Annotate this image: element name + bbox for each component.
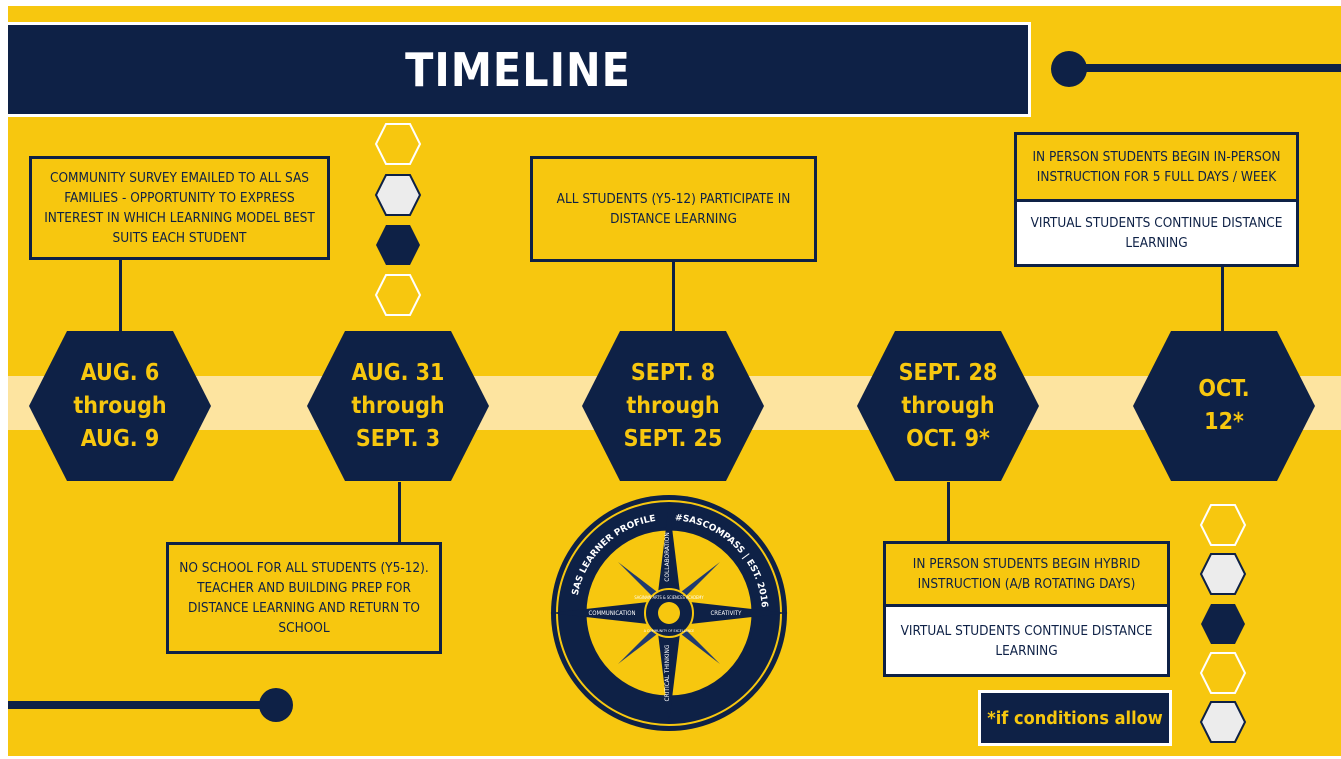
top-right-dot [1051,51,1087,87]
sas-compass-logo: SAS LEARNER PROFILE #SASCOMPASS | EST. 2… [550,495,788,731]
small-hexagon-outline [374,123,422,165]
event-box-sept8: ALL STUDENTS (Y5-12) PARTICIPATE IN DIST… [530,156,817,262]
top-right-line [1070,64,1341,72]
event-box-aug6: COMMUNITY SURVEY EMAILED TO ALL SAS FAMI… [29,156,330,260]
small-hexagon-navy [376,225,420,265]
milestone-label-oct12: OCT.12* [1198,376,1250,435]
milestone-hexagon-sept28 [857,331,1039,481]
bottom-left-line [8,701,280,709]
connector-aug6 [119,258,122,332]
connector-sept28 [947,482,950,542]
connector-oct12 [1221,265,1224,331]
compass-center-label: SAGINAW ARTS & SCIENCES ACADEMY [634,595,704,600]
page-title: TIMELINE [8,22,1031,117]
small-hexagon-outline [374,274,422,316]
compass-east-label: CREATIVITY [711,610,743,617]
connector-aug31 [398,482,401,544]
event-box-aug31: NO SCHOOL FOR ALL STUDENTS (Y5-12). TEAC… [166,542,442,654]
milestone-hexagon-oct12 [1133,331,1315,481]
event-box-sept28-in-person: IN PERSON STUDENTS BEGIN HYBRID INSTRUCT… [883,541,1170,607]
small-hexagon-navy [1201,604,1245,644]
small-hexagon-outline [1199,504,1247,546]
connector-sept8 [672,260,675,332]
compass-south-label: CRITICAL THINKING [663,644,671,701]
milestone-hexagon-sept8 [582,331,764,481]
compass-center-sub-label: A COMMUNITY OF EXCELLENCE [644,629,694,633]
bottom-left-dot [259,688,293,722]
small-hexagon-outline [1199,652,1247,694]
event-box-oct12-in-person: IN PERSON STUDENTS BEGIN IN-PERSON INSTR… [1014,132,1299,202]
small-hexagon-white [1199,701,1247,743]
small-hexagon-white [1199,553,1247,595]
compass-north-label: COLLABORATION [663,532,671,581]
event-box-oct12-virtual: VIRTUAL STUDENTS CONTINUE DISTANCE LEARN… [1014,199,1299,267]
small-hexagon-white [374,174,422,216]
milestone-hexagon-aug31 [307,331,489,481]
event-box-sept28-virtual: VIRTUAL STUDENTS CONTINUE DISTANCE LEARN… [883,604,1170,677]
compass-west-label: COMMUNICATION [588,610,635,617]
milestone-hexagon-aug6 [29,331,211,481]
footnote-badge: *if conditions allow [978,690,1172,746]
